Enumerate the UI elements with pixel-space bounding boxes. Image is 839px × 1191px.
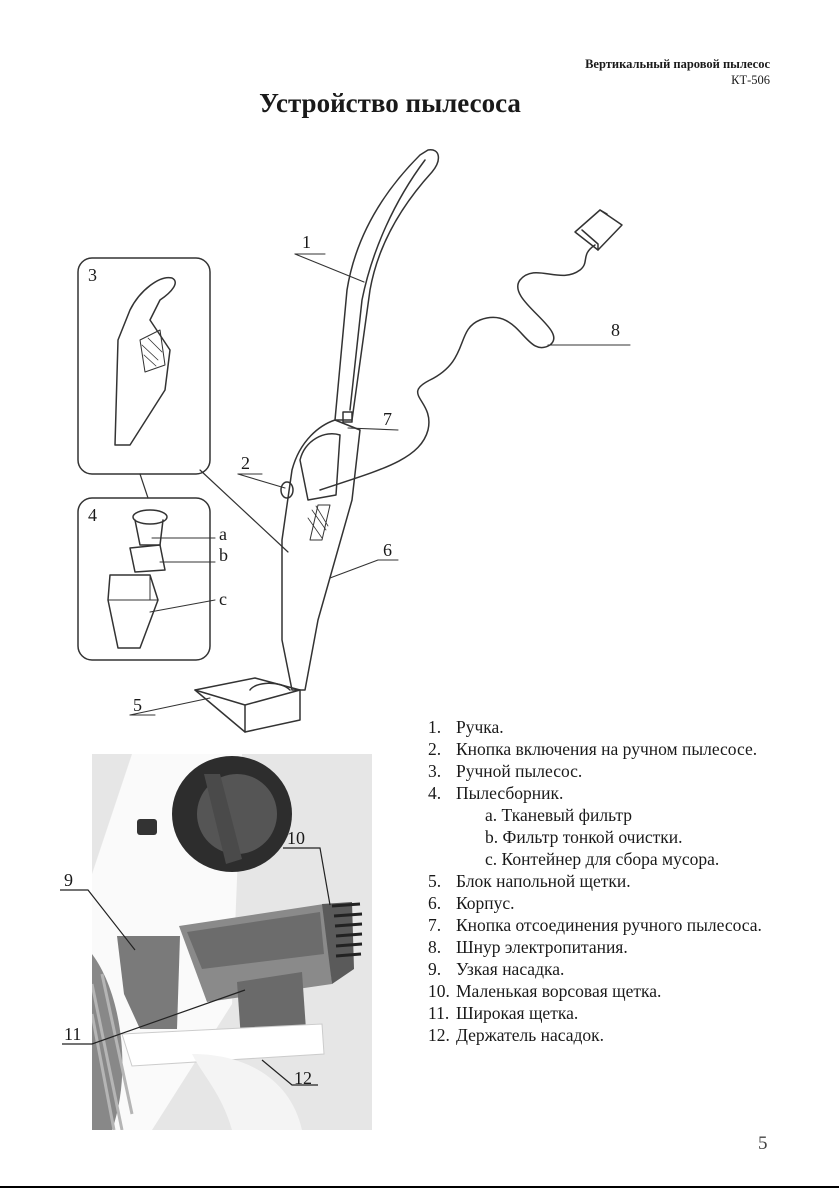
model-name: Вертикальный паровой пылесос — [585, 57, 770, 71]
callout-3: 3 — [88, 265, 97, 285]
page-title: Устройство пылесоса — [259, 88, 521, 118]
plug-drawing — [574, 209, 623, 251]
sub-list-item: a. Тканевый фильтр — [485, 805, 633, 825]
callout-11: 11 — [64, 1024, 82, 1044]
callout-10: 10 — [287, 828, 305, 848]
sub-list-item: b. Фильтр тонкой очистки. — [485, 827, 683, 847]
list-item: 11.Широкая щетка. — [428, 1003, 579, 1023]
list-item: 5.Блок напольной щетки. — [428, 871, 631, 891]
callout-2: 2 — [241, 453, 250, 473]
callout-b: b — [219, 545, 228, 565]
list-item: 6.Корпус. — [428, 893, 515, 913]
list-item: 8.Шнур электропитания. — [428, 937, 628, 957]
accessory-holder-photo — [92, 754, 372, 1130]
list-item: 10.Маленькая ворсовая щетка. — [428, 981, 662, 1001]
document-header: Вертикальный паровой пылесос КТ-506 — [585, 56, 770, 88]
floor-head-drawing — [194, 677, 301, 733]
list-item: 12.Держатель насадок. — [428, 1025, 604, 1045]
vacuum-diagram — [77, 149, 631, 733]
release-button-drawing — [342, 411, 353, 423]
handle-drawing — [334, 149, 440, 421]
power-cord-drawing — [319, 244, 596, 491]
list-item: 7.Кнопка отсоединения ручного пылесоса. — [428, 915, 762, 935]
list-item: 2.Кнопка включения на ручном пылесосе. — [428, 739, 758, 759]
power-button-drawing — [280, 481, 294, 499]
list-item: 9.Узкая насадка. — [428, 959, 565, 979]
sub-list-item: c. Контейнер для сбора мусора. — [485, 849, 720, 869]
callout-9: 9 — [64, 870, 73, 890]
callout-8: 8 — [611, 320, 620, 340]
callout-5: 5 — [133, 695, 142, 715]
callout-1: 1 — [302, 232, 311, 252]
callout-6: 6 — [383, 540, 392, 560]
callout-12: 12 — [294, 1068, 312, 1088]
callout-4: 4 — [88, 505, 97, 525]
callout-c: c — [219, 589, 227, 609]
footer-divider — [0, 1186, 839, 1188]
inset-dust-container-box — [77, 497, 211, 661]
list-item: 3.Ручной пылесос. — [428, 761, 583, 781]
page-number: 5 — [758, 1133, 768, 1154]
body-drawing — [281, 419, 361, 691]
list-item: 1.Ручка. — [428, 717, 504, 737]
callout-7: 7 — [383, 409, 392, 429]
inset-hand-vacuum-box — [77, 257, 211, 475]
list-item: 4.Пылесборник. — [428, 783, 564, 803]
model-code: КТ-506 — [731, 73, 770, 87]
parts-list: 1.Ручка. 2.Кнопка включения на ручном пы… — [428, 716, 828, 1046]
callout-a: a — [219, 524, 227, 544]
